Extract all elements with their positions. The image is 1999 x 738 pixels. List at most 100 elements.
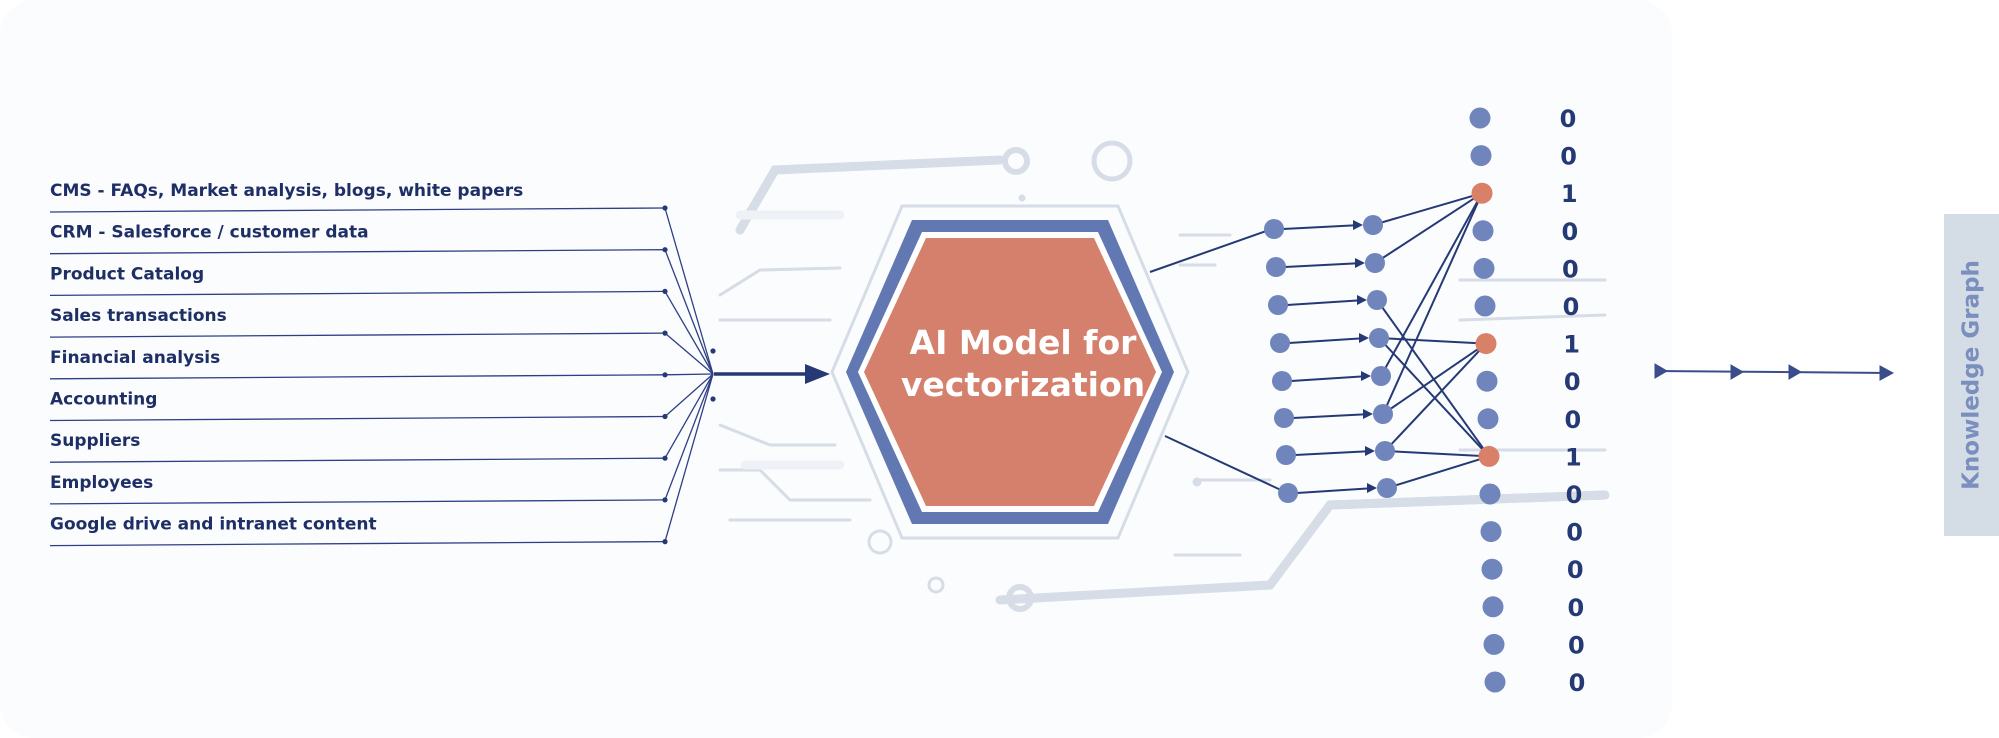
vector-bit: 0 [1563, 293, 1580, 321]
nn-node [1270, 333, 1290, 353]
source-dot [662, 497, 668, 503]
source-underline [49, 540, 666, 547]
vector-bit: 0 [1562, 255, 1579, 283]
nn-edge [1384, 342, 1487, 452]
ai-model-hexagon: AI Model for vectorization [830, 204, 1190, 540]
source-connector [664, 249, 714, 375]
nn-edge [1386, 455, 1490, 489]
nn-edge [1378, 337, 1487, 345]
source-label: Accounting [50, 390, 157, 410]
vector-bit: 0 [1564, 368, 1581, 396]
vector-node [1479, 483, 1501, 505]
source-underline [49, 415, 666, 422]
nn-edge-arrowhead [1359, 333, 1369, 343]
vector-node [1471, 182, 1493, 204]
source-underline [49, 249, 666, 255]
source-dot [662, 288, 668, 294]
vector-node [1473, 257, 1495, 279]
input-arrow [714, 364, 830, 384]
source-label: Sales transactions [50, 306, 227, 326]
nn-edge-arrowhead [1365, 446, 1375, 456]
nn-node [1377, 478, 1397, 498]
nn-edge-arrowhead [1353, 220, 1363, 230]
knowledge-graph-arrow [1654, 363, 1895, 381]
source-list: CMS - FAQs, Market analysis, blogs, whit… [50, 181, 523, 535]
nn-node [1274, 408, 1294, 428]
neural-network-edges [1282, 192, 1490, 494]
nn-edge-arrowhead [1361, 371, 1371, 381]
nn-edge [1372, 192, 1483, 226]
nn-edge [1382, 192, 1483, 415]
nn-edge [1296, 487, 1376, 494]
vector-node [1475, 333, 1497, 355]
source-connector [664, 373, 714, 501]
vector-node [1478, 445, 1500, 467]
nn-edge [1384, 450, 1490, 458]
vector-bit: 0 [1560, 105, 1577, 133]
vector-bit: 0 [1568, 631, 1585, 659]
nn-node [1369, 328, 1389, 348]
nn-node [1375, 441, 1395, 461]
vector-bit: 0 [1564, 406, 1581, 434]
nn-node [1367, 290, 1387, 310]
vector-node [1481, 558, 1503, 580]
model-title-line2: vectorization [901, 365, 1145, 404]
nn-edge-arrowhead [1357, 295, 1367, 305]
neural-network-nodes [1264, 215, 1397, 503]
nn-edge [1292, 413, 1372, 419]
nn-edge [1286, 299, 1366, 306]
vector-node [1482, 596, 1504, 618]
nn-edge [1284, 262, 1364, 268]
knowledge-graph-panel: Knowledge Graph [1944, 214, 1999, 536]
vector-node [1470, 145, 1492, 167]
nn-edge [1378, 337, 1490, 458]
source-label: Employees [50, 473, 153, 493]
source-underline [49, 499, 666, 505]
vector-node [1469, 107, 1491, 129]
nn-node [1365, 253, 1385, 273]
source-connector [664, 373, 714, 417]
source-connector [664, 291, 714, 375]
source-label: CRM - Salesforce / customer data [50, 223, 369, 243]
source-connectors [49, 205, 716, 547]
vector-node [1477, 408, 1499, 430]
source-dot [662, 539, 668, 545]
source-underline [49, 457, 666, 463]
vector-node [1484, 671, 1506, 693]
nn-node [1371, 366, 1391, 386]
nn-node [1264, 219, 1284, 239]
nn-node [1278, 483, 1298, 503]
vector-bit: 0 [1567, 594, 1584, 622]
model-title-line1: AI Model for [910, 323, 1138, 362]
source-label: Google drive and intranet content [50, 515, 377, 535]
nn-edge [1374, 192, 1483, 264]
source-connector [664, 373, 714, 376]
source-underline [49, 290, 666, 297]
nn-node [1373, 404, 1393, 424]
hub-dot [710, 348, 716, 354]
vector-bit: 0 [1566, 519, 1583, 547]
vector-node [1480, 521, 1502, 543]
nn-edge-arrowhead [1367, 483, 1377, 493]
source-label: Product Catalog [50, 264, 204, 284]
vector-bit: 1 [1565, 443, 1582, 471]
vector-bit: 0 [1569, 669, 1586, 697]
nn-node [1272, 371, 1292, 391]
hub-dot [710, 396, 716, 402]
nn-edge-arrowhead [1363, 409, 1373, 419]
nn-edge [1288, 337, 1368, 344]
source-connector [664, 373, 714, 459]
nn-edge [1294, 450, 1374, 456]
nn-edge [1380, 192, 1483, 377]
source-dot [662, 413, 668, 420]
source-label: Financial analysis [50, 348, 220, 368]
nn-node [1268, 295, 1288, 315]
vector-bit: 0 [1561, 218, 1578, 246]
vector-node [1483, 633, 1505, 655]
vector-node [1474, 295, 1496, 317]
vector-bit: 0 [1560, 143, 1577, 171]
vector-node [1472, 220, 1494, 242]
